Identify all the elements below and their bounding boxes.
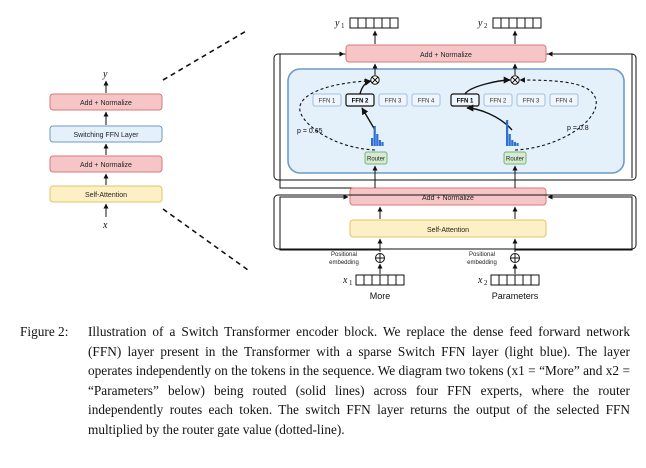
multiply-right-icon xyxy=(510,75,520,85)
left-self-attention-label: Self-Attention xyxy=(85,192,127,199)
output-y2-var: y xyxy=(477,18,483,29)
attention-outer-box xyxy=(273,194,637,250)
switch-transformer-figure: y Add + Normalize Switching FFN Layer Ad… xyxy=(49,17,637,301)
left-add-normalize-top-label: Add + Normalize xyxy=(80,100,132,107)
right-add-normalize-top xyxy=(345,44,547,63)
input-token-vector-x1 xyxy=(355,274,405,286)
router-left-bar xyxy=(381,142,384,146)
positional-right-line2: embedding xyxy=(467,260,497,266)
right-self-attention xyxy=(349,219,547,238)
gate-value-right: p = 0.8 xyxy=(567,125,589,132)
router-left-bar xyxy=(378,140,381,146)
positional-right-line1: Positional xyxy=(469,252,495,258)
positional-left-line2: embedding xyxy=(329,260,359,266)
left-expert-ffn4-label: FFN 4 xyxy=(418,99,435,105)
left-expert-ffn3 xyxy=(378,93,408,107)
left-encoder-block: y Add + Normalize Switching FFN Layer Ad… xyxy=(49,69,163,231)
right-encoder-block: y 1 y 2 Add + Normalize xyxy=(273,17,637,301)
expert-row-right: FFN 1 FFN 2 FFN 3 FFN 4 xyxy=(450,93,579,107)
output-y1-sub: 1 xyxy=(341,22,345,30)
input-x1-var: x xyxy=(342,275,348,286)
figure-caption: Figure 2: Illustration of a Switch Trans… xyxy=(20,322,630,440)
figure-caption-text: Illustration of a Switch Transformer enc… xyxy=(88,324,630,437)
left-self-attention xyxy=(49,185,163,203)
right-add-normalize-bottom xyxy=(349,187,547,206)
right-add-normalize-top-label: Add + Normalize xyxy=(420,52,472,59)
positional-add-left-icon xyxy=(375,253,385,263)
left-expert-ffn2-label: FFN 2 xyxy=(352,99,369,105)
figure-caption-label: Figure 2: xyxy=(20,324,69,339)
right-expert-ffn2 xyxy=(483,93,513,107)
right-expert-ffn3-label: FFN 3 xyxy=(523,99,540,105)
input-word-right: Parameters xyxy=(492,291,539,301)
left-input-x: x xyxy=(102,220,108,231)
right-self-attention-label: Self-Attention xyxy=(427,227,469,234)
left-switching-ffn-label: Switching FFN Layer xyxy=(74,132,140,139)
gate-value-left: p = 0.65 xyxy=(297,128,323,135)
router-right-bar xyxy=(513,142,516,146)
right-expert-ffn4-label: FFN 4 xyxy=(556,99,573,105)
router-left-bar xyxy=(373,126,376,146)
input-x2-var: x xyxy=(477,275,483,286)
gate-dotted-right xyxy=(514,77,597,151)
left-expert-ffn4 xyxy=(411,93,441,107)
router-left xyxy=(364,151,388,165)
router-right xyxy=(503,151,527,165)
left-switching-ffn-layer xyxy=(49,125,163,143)
right-expert-ffn1-label: FFN 1 xyxy=(457,99,474,105)
left-expert-ffn1 xyxy=(312,93,342,107)
right-expert-ffn2-label: FFN 2 xyxy=(490,99,507,105)
input-token-vector-x2 xyxy=(490,274,540,286)
router-histogram-left xyxy=(371,126,384,146)
expert-row-left: FFN 1 FFN 2 FFN 3 FFN 4 xyxy=(312,93,441,107)
output-y2-sub: 2 xyxy=(484,22,488,30)
router-right-label: Router xyxy=(506,157,524,163)
router-histogram-right xyxy=(506,120,519,146)
right-expert-ffn4 xyxy=(549,93,579,107)
router-right-bar xyxy=(506,120,509,146)
output-y1-var: y xyxy=(334,18,340,29)
router-right-bar xyxy=(511,140,514,146)
input-x1-sub: 1 xyxy=(349,279,353,287)
input-word-left: More xyxy=(370,291,391,301)
output-token-vector-y2 xyxy=(492,17,542,29)
left-expert-ffn3-label: FFN 3 xyxy=(385,99,402,105)
right-expert-ffn3 xyxy=(516,93,546,107)
left-expert-ffn1-label: FFN 1 xyxy=(319,99,336,105)
zoom-line-bottom xyxy=(162,208,249,271)
gate-dotted-left xyxy=(299,78,376,151)
left-add-normalize-bottom-label: Add + Normalize xyxy=(80,162,132,169)
multiply-left-icon xyxy=(370,75,380,85)
router-left-bar xyxy=(371,138,374,146)
left-add-normalize-bottom xyxy=(49,155,163,173)
input-x2-sub: 2 xyxy=(484,279,488,287)
output-token-vector-y1 xyxy=(349,17,399,29)
positional-left-line1: Positional xyxy=(331,252,357,258)
router-left-bar xyxy=(376,134,379,146)
router-left-label: Router xyxy=(367,157,385,163)
router-right-bar xyxy=(516,143,519,146)
zoom-line-top xyxy=(162,29,249,81)
left-add-normalize-top xyxy=(49,93,163,111)
router-right-bar xyxy=(508,134,511,146)
right-add-normalize-bottom-label: Add + Normalize xyxy=(422,195,474,202)
left-output-y: y xyxy=(102,69,108,80)
positional-add-right-icon xyxy=(510,253,520,263)
